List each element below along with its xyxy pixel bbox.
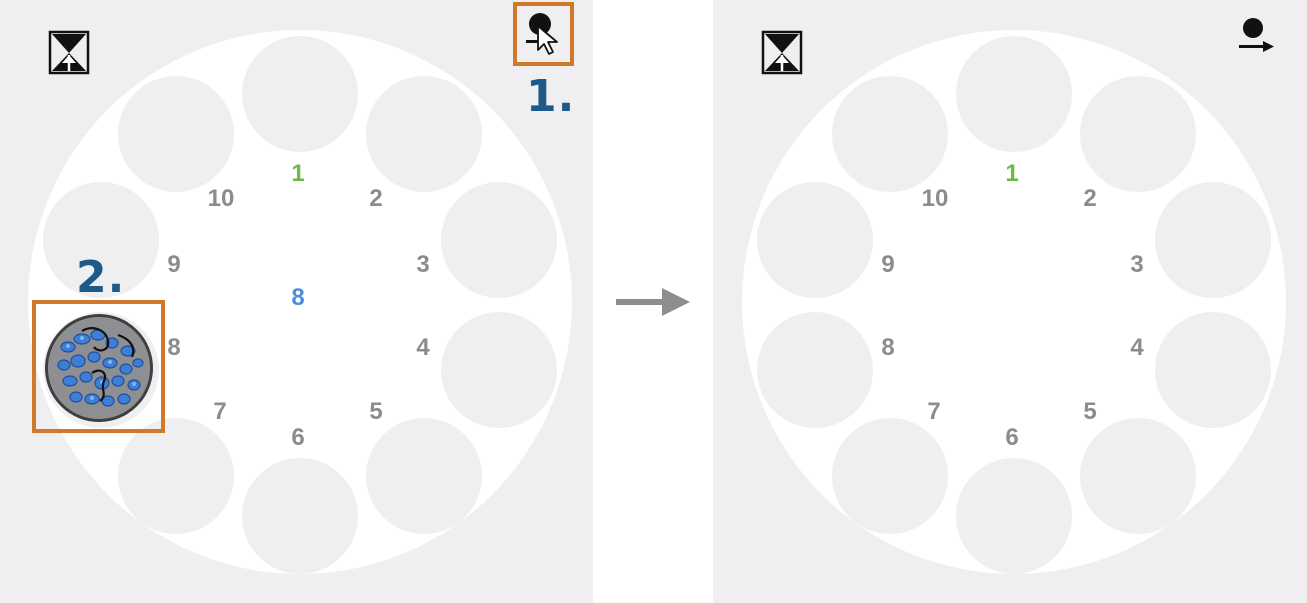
position-label-6: 6	[291, 424, 305, 451]
sample-slot-8[interactable]	[757, 312, 873, 428]
step-marker-2: 2.	[76, 252, 126, 303]
position-label-8: 8	[881, 334, 895, 361]
position-label-9: 9	[881, 251, 895, 278]
eject-position-button[interactable]	[1233, 12, 1279, 60]
sample-slot-9[interactable]	[757, 182, 873, 298]
position-label-10: 10	[207, 185, 235, 212]
sample-slot-2[interactable]	[1080, 76, 1196, 192]
sample-slot-3[interactable]	[441, 182, 557, 298]
position-label-1: 1	[291, 160, 305, 187]
position-label-2: 2	[369, 185, 383, 212]
sample-carousel: 1 2 3 4 5 6 7 8 9 10	[742, 30, 1286, 574]
mouse-cursor-icon	[537, 25, 558, 55]
position-label-3: 3	[416, 251, 430, 278]
sample-slot-4[interactable]	[441, 312, 557, 428]
sample-slot-10[interactable]	[832, 76, 948, 192]
callout-box-2	[32, 300, 165, 433]
eject-position-button[interactable]	[520, 8, 566, 56]
sample-changer-after: 1 2 3 4 5 6 7 8 9 10	[713, 0, 1307, 603]
sample-slot-5[interactable]	[1080, 418, 1196, 534]
position-label-10: 10	[921, 185, 949, 212]
sample-slot-2[interactable]	[366, 76, 482, 192]
sample-slot-9[interactable]	[43, 182, 159, 298]
position-label-9: 9	[167, 251, 181, 278]
sample-slot-6[interactable]	[242, 458, 358, 574]
sample-crystal-image	[48, 317, 150, 419]
step-marker-1: 1.	[526, 71, 576, 122]
sample-slot-5[interactable]	[366, 418, 482, 534]
current-position-readout: 8	[291, 284, 305, 311]
loaded-sample[interactable]	[45, 314, 153, 422]
position-label-7: 7	[213, 398, 227, 425]
home-position-button[interactable]	[47, 29, 93, 77]
eject-position-icon	[526, 13, 551, 43]
sample-slot-1[interactable]	[242, 36, 358, 152]
position-label-8: 8	[167, 334, 181, 361]
sample-changer-before: 1 2 3 4 5 6 7 8 9 10 8	[0, 0, 593, 603]
position-label-4: 4	[1130, 334, 1144, 361]
position-label-6: 6	[1005, 424, 1019, 451]
transition-arrow-icon	[616, 288, 690, 316]
callout-box-1	[513, 2, 574, 66]
eject-position-icon	[1239, 18, 1274, 52]
exchange-x-icon	[761, 30, 803, 75]
exchange-x-icon	[48, 30, 90, 75]
sample-slot-4[interactable]	[1155, 312, 1271, 428]
position-label-7: 7	[927, 398, 941, 425]
sample-slot-7[interactable]	[832, 418, 948, 534]
sample-carousel: 1 2 3 4 5 6 7 8 9 10 8	[28, 30, 572, 574]
sample-slot-3[interactable]	[1155, 182, 1271, 298]
sample-slot-1[interactable]	[956, 36, 1072, 152]
sample-slot-10[interactable]	[118, 76, 234, 192]
position-label-1: 1	[1005, 160, 1019, 187]
position-label-5: 5	[1083, 398, 1097, 425]
home-position-button[interactable]	[760, 29, 806, 77]
sample-slot-7[interactable]	[118, 418, 234, 534]
position-label-2: 2	[1083, 185, 1097, 212]
position-label-5: 5	[369, 398, 383, 425]
position-label-4: 4	[416, 334, 430, 361]
position-label-3: 3	[1130, 251, 1144, 278]
sample-slot-6[interactable]	[956, 458, 1072, 574]
